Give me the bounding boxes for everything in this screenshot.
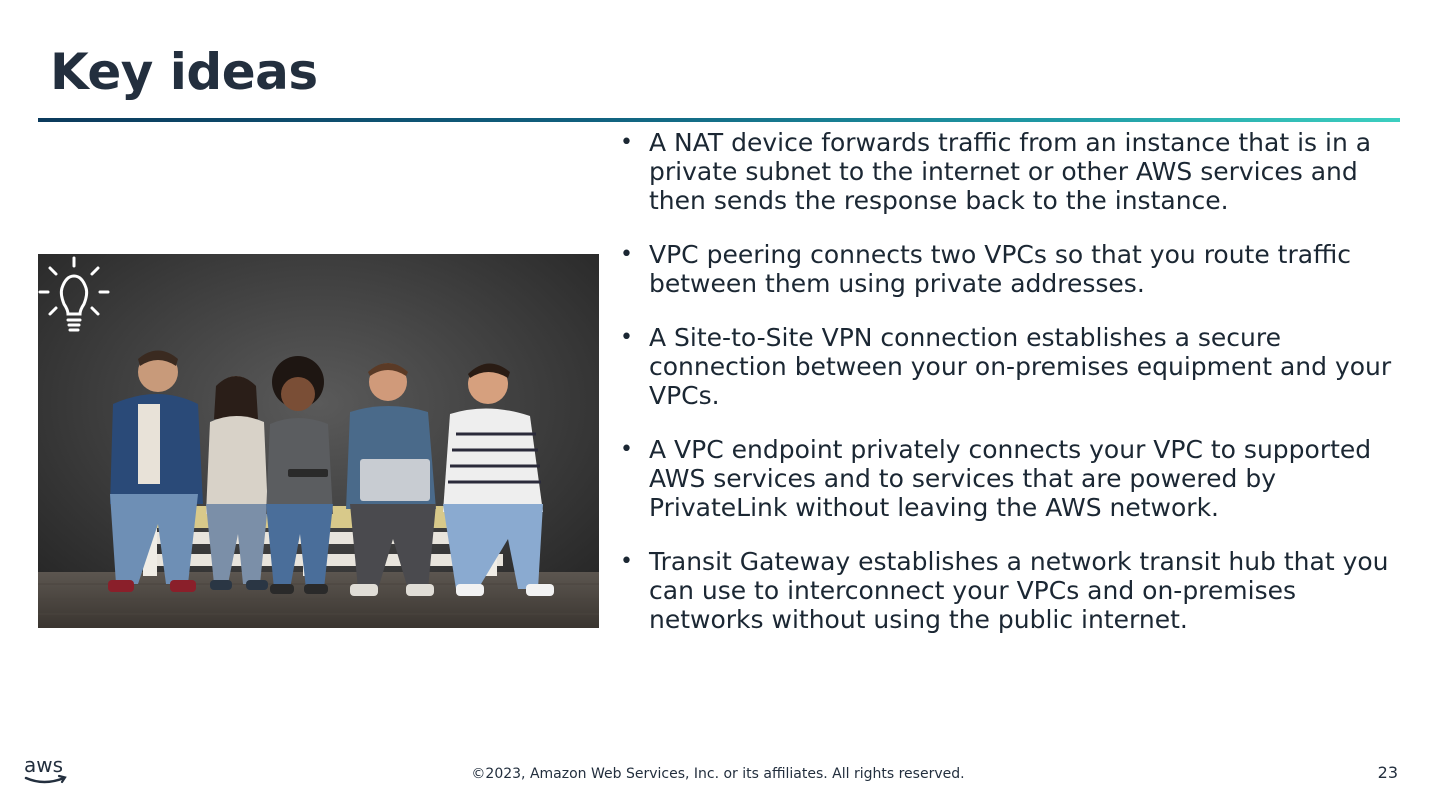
- person-5: [443, 363, 554, 596]
- list-item: • A NAT device forwards traffic from an i…: [618, 128, 1408, 215]
- slide-title: Key ideas: [50, 43, 318, 101]
- person-4: [346, 363, 436, 596]
- bullet-text: A NAT device forwards traffic from an in…: [649, 128, 1372, 215]
- aws-logo-text: aws: [24, 753, 63, 777]
- copyright-notice: ©2023, Amazon Web Services, Inc. or its …: [471, 766, 965, 782]
- list-item: • A Site-to-Site VPN connection establish…: [618, 323, 1408, 410]
- bullet-text: VPC peering connects two VPCs so that yo…: [649, 240, 1352, 298]
- person-2: [206, 376, 268, 590]
- list-item: • VPC peering connects two VPCs so that y…: [618, 240, 1408, 298]
- bullet-dot-icon: •: [620, 437, 633, 462]
- bullet-dot-icon: •: [620, 130, 633, 155]
- bullet-text: A Site-to-Site VPN connection establishe…: [649, 323, 1392, 410]
- title-divider: [38, 118, 1400, 122]
- bullet-text: A VPC endpoint privately connects your V…: [649, 435, 1372, 522]
- team-photo: [38, 254, 599, 628]
- list-item: • A VPC endpoint privately connects your …: [618, 435, 1408, 522]
- aws-logo: aws: [22, 752, 72, 788]
- page-number: 23: [1377, 763, 1398, 782]
- key-ideas-list: • A NAT device forwards traffic from an i…: [618, 128, 1408, 659]
- person-1: [108, 350, 203, 592]
- bullet-dot-icon: •: [620, 242, 633, 267]
- lightbulb-icon: [38, 256, 110, 332]
- bullet-text: Transit Gateway establishes a network tr…: [649, 547, 1389, 634]
- list-item: • Transit Gateway establishes a network t…: [618, 547, 1408, 634]
- person-3: [266, 356, 333, 594]
- bullet-dot-icon: •: [620, 549, 633, 574]
- bullet-dot-icon: •: [620, 325, 633, 350]
